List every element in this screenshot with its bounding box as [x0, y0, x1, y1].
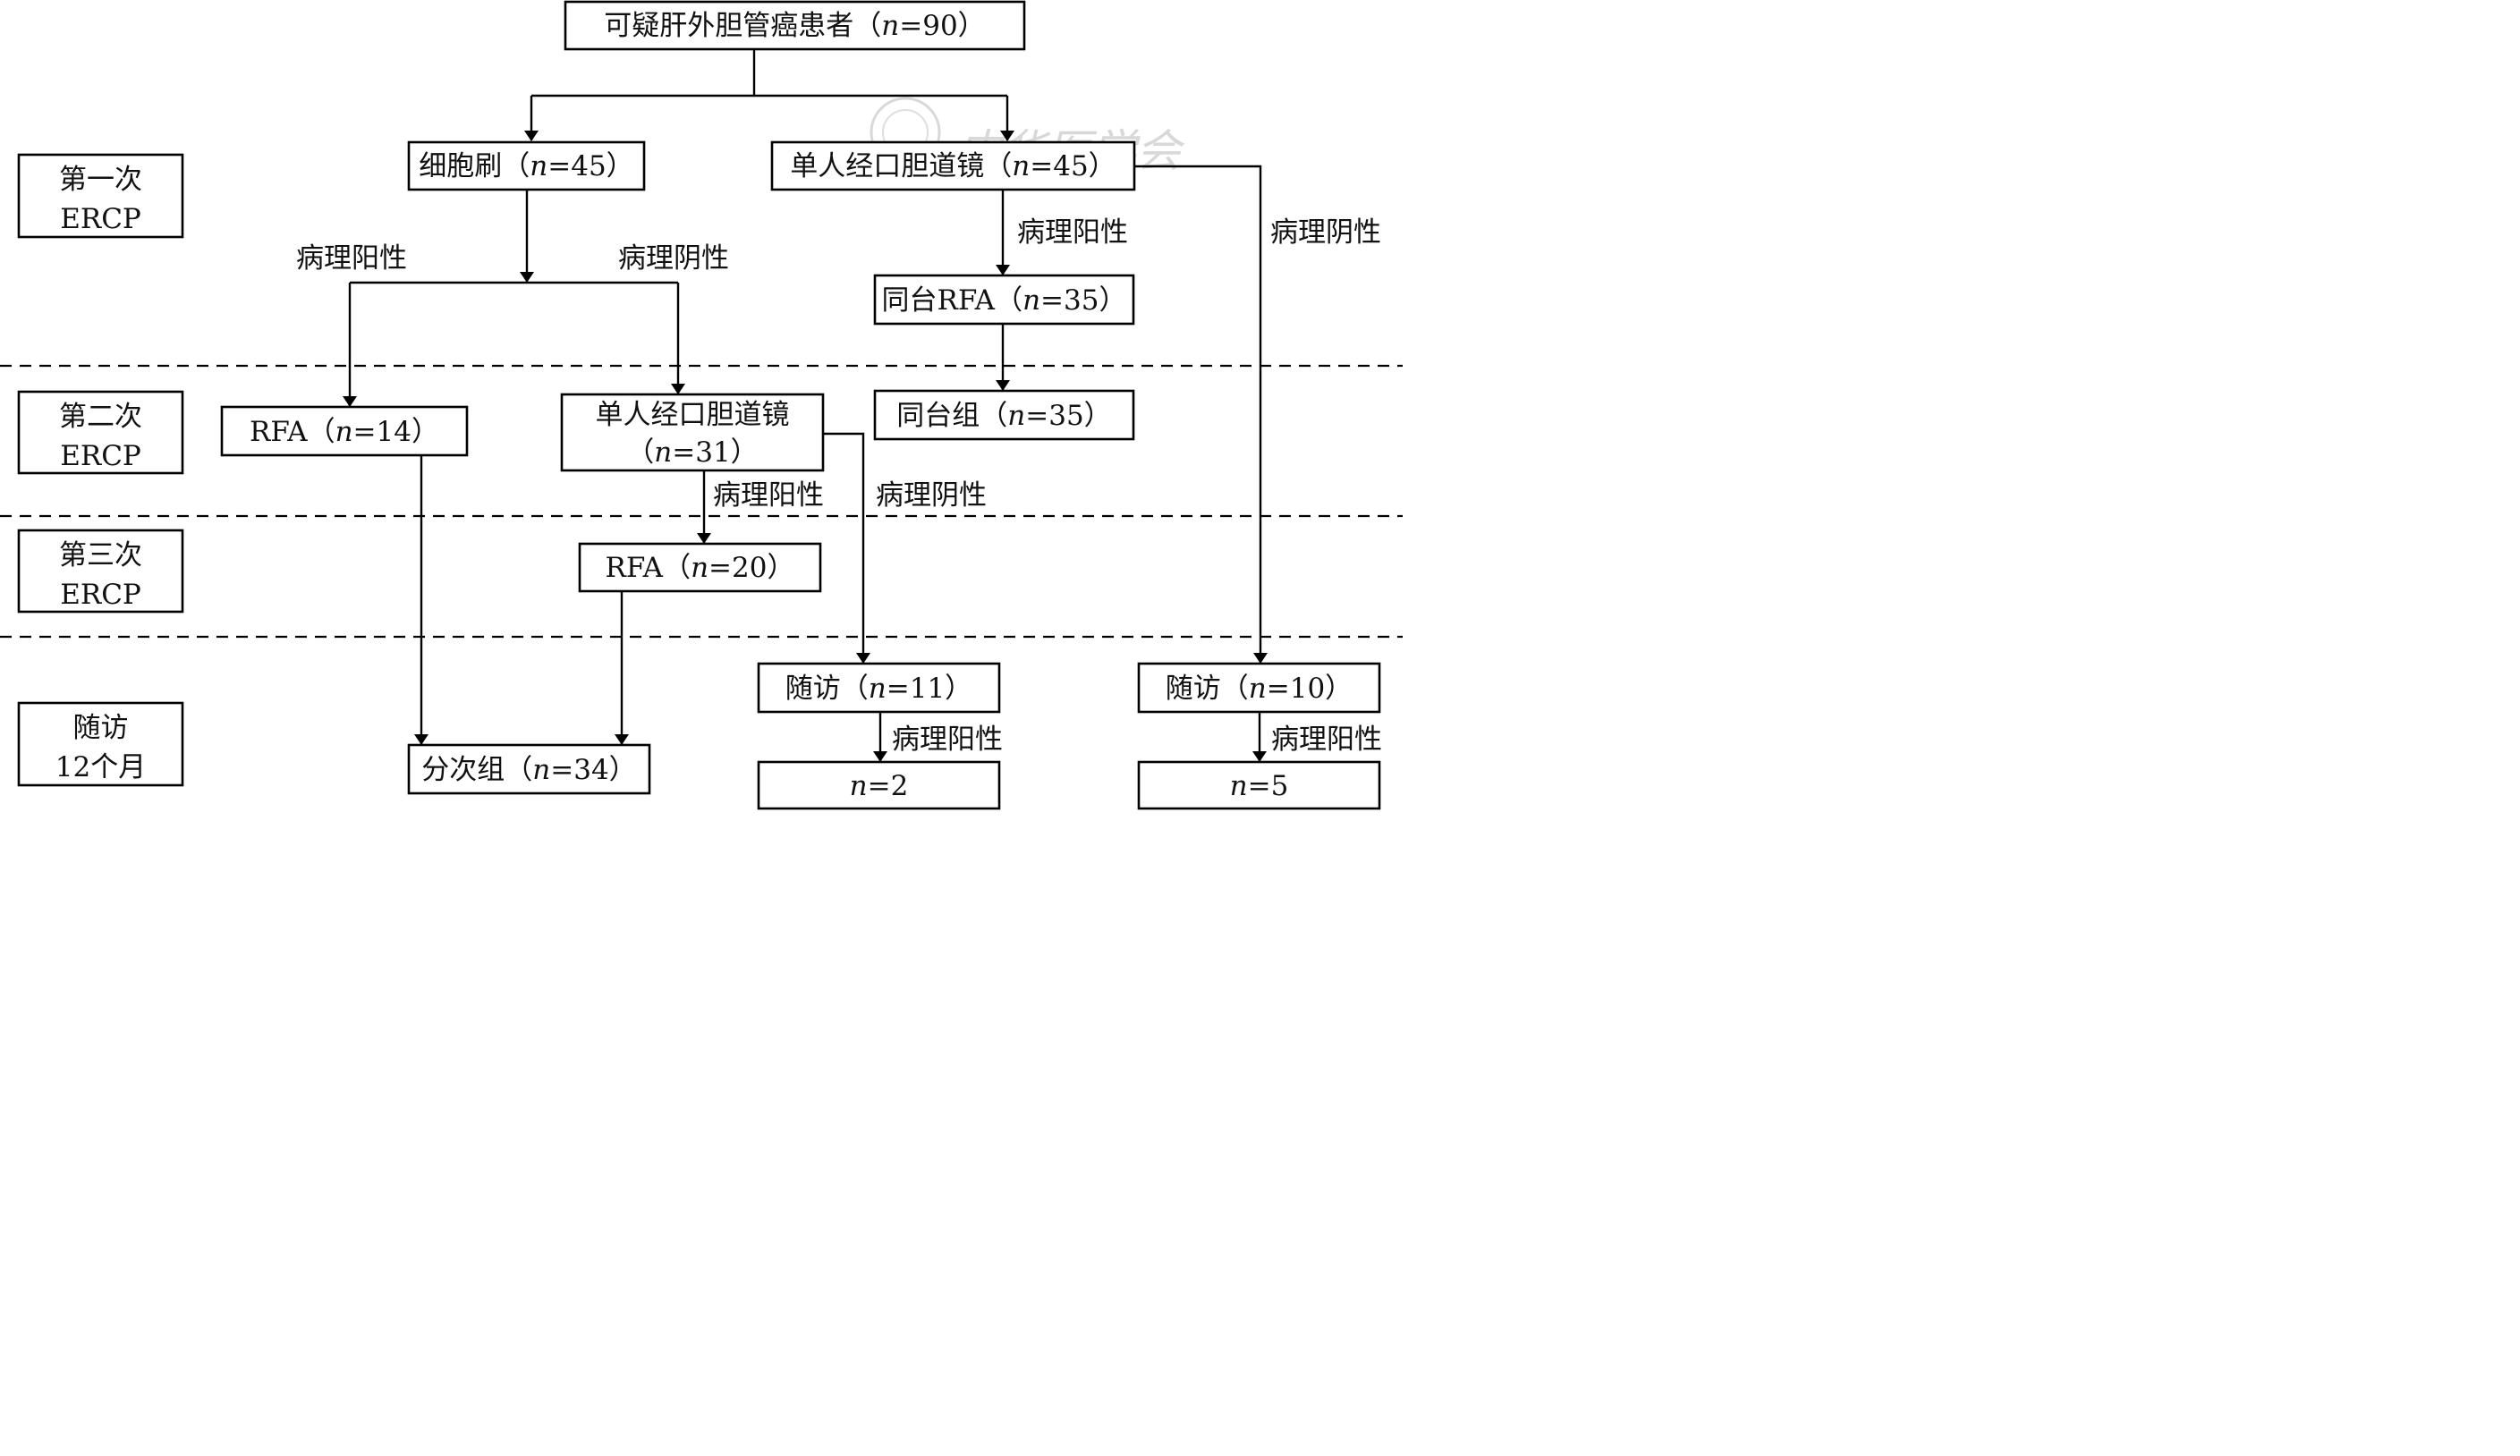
label-positive-scope2: 病理阳性 — [713, 479, 824, 512]
node-cholangioscopy-second: 单人经口胆道镜 （n=31） — [560, 393, 825, 472]
stage-box-followup: 随访 12个月 — [17, 701, 184, 787]
node-same-session-rfa: 同台RFA（n=35） — [873, 274, 1135, 326]
stage-box-first-ercp: 第一次 ERCP — [17, 153, 184, 239]
label-positive-brush: 病理阳性 — [296, 242, 407, 275]
node-label: n=5 — [1230, 770, 1289, 802]
node-label: 随访（n=10） — [1166, 673, 1353, 705]
node-label: 细胞刷（n=45） — [419, 150, 633, 182]
stage-label: ERCP — [60, 440, 141, 472]
node-followup-11: 随访（n=11） — [757, 662, 1001, 714]
label-positive-scope1: 病理阳性 — [1017, 216, 1128, 249]
node-label: 随访（n=11） — [785, 673, 972, 705]
node-result-2: n=2 — [757, 760, 1001, 810]
node-label: 单人经口胆道镜（n=45） — [790, 150, 1116, 182]
node-label: 同台组（n=35） — [896, 400, 1111, 432]
flowchart-canvas: 中华医学会 第一次 ERCP 第二次 ERCP 第三次 ERCP 随访 12个月 — [0, 0, 1403, 810]
node-label: 可疑肝外胆管癌患者（n=90） — [604, 10, 985, 42]
stage-label: ERCP — [60, 203, 141, 235]
stage-label: 随访 — [73, 712, 129, 744]
node-label: 单人经口胆道镜 — [596, 399, 790, 431]
node-label: n=2 — [850, 770, 909, 802]
node-label: RFA（n=20） — [606, 552, 795, 584]
node-label: 同台RFA（n=35） — [882, 284, 1127, 317]
node-same-session-group: 同台组（n=35） — [873, 389, 1135, 441]
stage-box-third-ercp: 第三次 ERCP — [17, 529, 184, 614]
node-label: （n=31） — [626, 436, 758, 469]
label-positive-fu10: 病理阳性 — [1271, 724, 1382, 756]
node-label: 分次组（n=34） — [421, 754, 636, 786]
stage-label: 第一次 — [59, 164, 142, 196]
label-negative-brush: 病理阴性 — [618, 242, 729, 275]
node-suspected-patients: 可疑肝外胆管癌患者（n=90） — [564, 0, 1026, 51]
stage-box-second-ercp: 第二次 ERCP — [17, 390, 184, 475]
node-followup-10: 随访（n=10） — [1137, 662, 1381, 714]
edge-scope1-negative — [1134, 165, 1268, 664]
node-result-5: n=5 — [1137, 760, 1381, 810]
stage-label: 第三次 — [59, 539, 142, 571]
stage-label: ERCP — [60, 579, 141, 611]
connectors — [343, 49, 1268, 762]
edge-scope2-negative — [823, 432, 870, 664]
label-negative-scope2: 病理阴性 — [876, 479, 987, 512]
stage-label: 12个月 — [55, 751, 146, 783]
node-cholangioscopy-first: 单人经口胆道镜（n=45） — [770, 140, 1136, 191]
node-cell-brush: 细胞刷（n=45） — [407, 140, 646, 191]
node-staged-group: 分次组（n=34） — [407, 743, 651, 795]
node-rfa-20: RFA（n=20） — [578, 542, 822, 593]
node-rfa-14: RFA（n=14） — [220, 405, 469, 457]
stage-label: 第二次 — [59, 401, 142, 433]
label-positive-fu11: 病理阳性 — [892, 724, 1003, 756]
node-label: RFA（n=14） — [250, 416, 439, 448]
label-negative-scope1: 病理阴性 — [1270, 216, 1381, 249]
